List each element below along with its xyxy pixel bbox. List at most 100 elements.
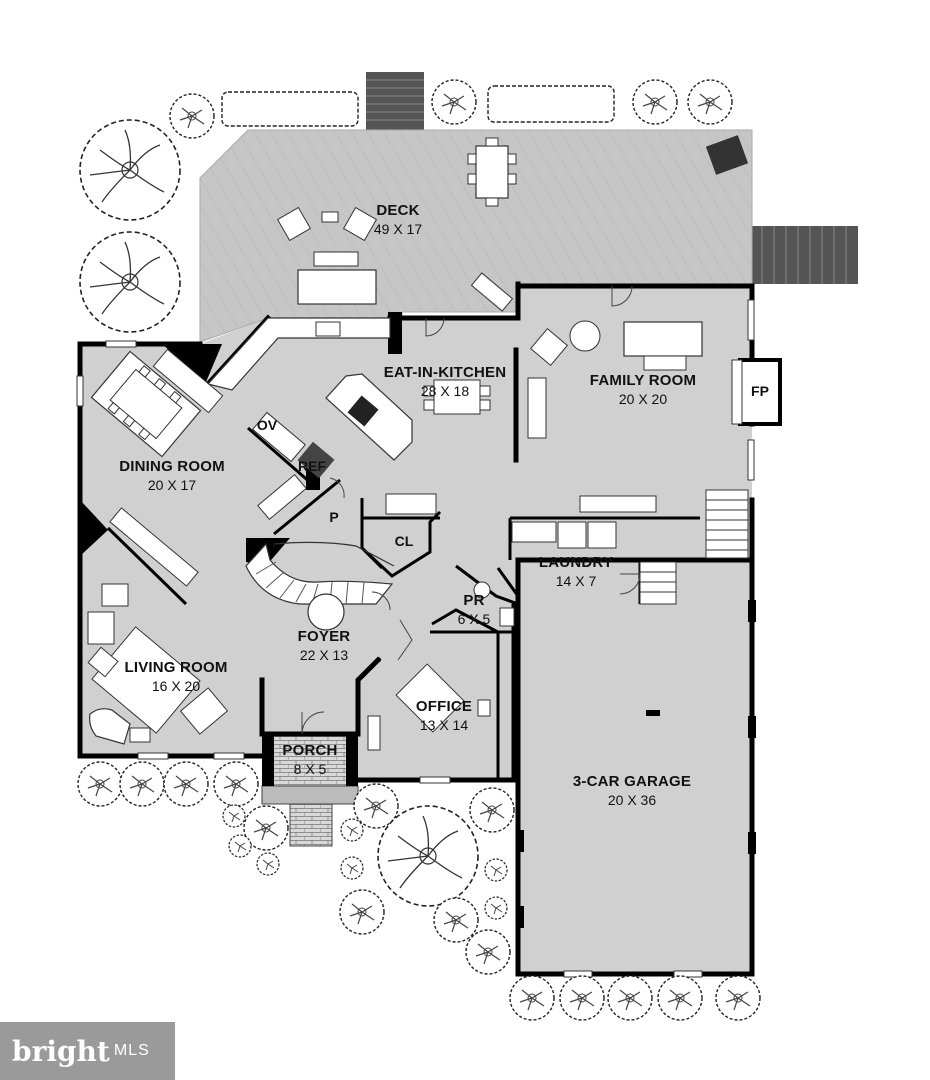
shrub xyxy=(77,761,123,807)
kitchen-dims: 28 X 18 xyxy=(420,383,470,399)
family-name: FAMILY ROOM xyxy=(589,372,697,389)
deck-table xyxy=(475,145,509,199)
shrub xyxy=(715,975,761,1021)
living-name: LIVING ROOM xyxy=(124,659,228,676)
shrub xyxy=(657,975,703,1021)
windows xyxy=(76,299,755,784)
refrigerator xyxy=(297,441,335,479)
hall-bench xyxy=(579,495,657,513)
shrub xyxy=(433,897,479,943)
office-shelf xyxy=(367,715,381,751)
oven-label: OV xyxy=(256,417,278,433)
front-steps xyxy=(261,785,359,805)
garage-name: 3-CAR GARAGE xyxy=(572,773,692,790)
watermark-suffix: MLS xyxy=(113,1042,150,1059)
shrub xyxy=(228,834,252,858)
shrub xyxy=(256,852,280,876)
shrub xyxy=(169,93,215,139)
shrub xyxy=(509,975,555,1021)
shrub xyxy=(632,79,678,125)
living-dims: 16 X 20 xyxy=(151,678,201,694)
garage-label: 3-CAR GARAGE 20 X 36 xyxy=(573,773,691,809)
kitchen-table xyxy=(433,379,481,415)
grill xyxy=(705,135,749,175)
foyer-table xyxy=(307,593,345,631)
office-label: OFFICE 13 X 14 xyxy=(416,698,472,734)
hedge xyxy=(221,91,359,127)
shrub xyxy=(484,858,508,882)
shrub xyxy=(431,79,477,125)
laundry-dims: 14 X 7 xyxy=(555,573,597,589)
shrub xyxy=(607,975,653,1021)
fireplace-label: FP xyxy=(751,383,769,399)
living-label: LIVING ROOM 16 X 20 xyxy=(124,659,227,695)
office-name: OFFICE xyxy=(415,698,473,715)
office-desk xyxy=(395,663,465,733)
laundry-name: LAUNDRY xyxy=(538,554,614,571)
deck-label: DECK 49 X 17 xyxy=(374,202,422,238)
kitchen-label: EAT-IN-KITCHEN 28 X 18 xyxy=(384,364,507,400)
deck-stairs-east xyxy=(752,226,858,284)
deck-chair xyxy=(276,206,312,242)
office-dims: 13 X 14 xyxy=(419,717,469,733)
dining-name: DINING ROOM xyxy=(119,458,225,475)
dining-label: DINING ROOM 20 X 17 xyxy=(119,458,225,494)
dining-set xyxy=(90,350,202,458)
garage-dims: 20 X 36 xyxy=(607,792,657,808)
deck-dims: 49 X 17 xyxy=(373,221,423,237)
garage-vent xyxy=(646,710,660,716)
porch-name: PORCH xyxy=(282,742,338,759)
shrub xyxy=(163,761,209,807)
dining-sideboard xyxy=(152,348,224,414)
shrub xyxy=(339,889,385,935)
shrub xyxy=(119,761,165,807)
dining-dims: 20 X 17 xyxy=(147,477,197,493)
porch-dims: 8 X 5 xyxy=(293,761,327,777)
shrub xyxy=(469,787,515,833)
living-chair xyxy=(101,583,129,607)
porch-floor xyxy=(262,734,358,786)
kitchen-sink xyxy=(315,321,341,337)
powder-dims: 6 X 5 xyxy=(457,611,491,627)
powder-name: PR xyxy=(463,592,485,609)
laundry-label: LAUNDRY 14 X 7 xyxy=(539,554,613,590)
closet-label: CL xyxy=(394,533,414,549)
shrub xyxy=(484,896,508,920)
living-chair xyxy=(87,646,119,678)
shrub xyxy=(559,975,605,1021)
tree xyxy=(79,231,181,333)
family-sofa xyxy=(623,321,703,357)
piano xyxy=(89,708,131,745)
partitions xyxy=(106,426,700,780)
pantry-label: P xyxy=(329,509,339,525)
shrub xyxy=(465,929,511,975)
pantry-shelf xyxy=(257,473,307,521)
hedge xyxy=(487,85,615,123)
powder-label: PR 6 X 5 xyxy=(458,592,491,628)
shrub xyxy=(222,804,246,828)
foyer-dims: 22 X 13 xyxy=(299,647,349,663)
family-console xyxy=(527,377,547,439)
garage-wall-ticks xyxy=(516,600,756,928)
powder-toilet xyxy=(473,581,491,599)
living-desk xyxy=(179,687,229,735)
dining-bench xyxy=(109,507,199,587)
family-label: FAMILY ROOM 20 X 20 xyxy=(590,372,696,408)
tree xyxy=(377,805,479,907)
deck-chair xyxy=(342,206,378,242)
deck-name: DECK xyxy=(376,202,420,219)
foyer-label: FOYER 22 X 13 xyxy=(298,628,351,664)
oven-counter xyxy=(252,411,306,463)
kitchen-counter xyxy=(206,317,391,391)
front-walk xyxy=(289,803,333,847)
garage-floor xyxy=(518,560,752,974)
cooktop xyxy=(347,395,379,427)
foyer-bench xyxy=(385,493,437,515)
foyer-name: FOYER xyxy=(297,628,351,645)
wall-blocks xyxy=(80,312,402,786)
refrigerator-label: REF xyxy=(298,458,326,474)
laundry-appliances xyxy=(511,521,617,549)
rear-stairs xyxy=(639,489,749,605)
family-ottoman xyxy=(569,320,601,352)
